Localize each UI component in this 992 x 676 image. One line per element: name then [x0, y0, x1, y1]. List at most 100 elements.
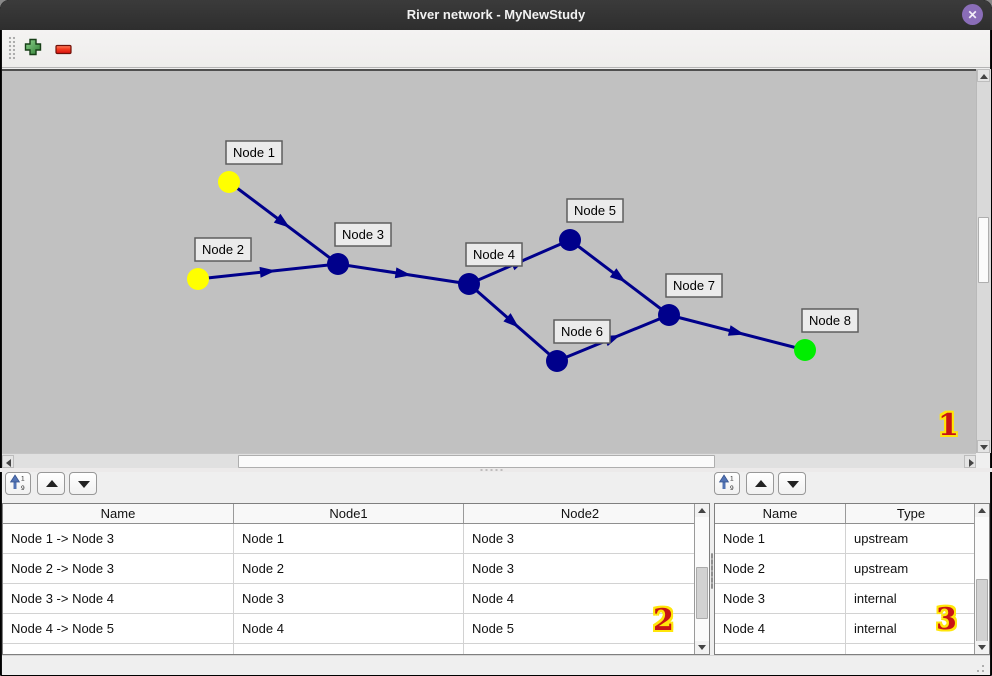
- arrow-right-icon: [969, 459, 974, 467]
- table-cell[interactable]: [846, 644, 976, 654]
- diagram-horizontal-scrollbar[interactable]: [2, 453, 976, 468]
- flow-direction-arrow-icon: [503, 313, 519, 328]
- network-node[interactable]: [187, 268, 209, 290]
- scroll-down-button[interactable]: [977, 440, 990, 453]
- table-cell[interactable]: Node 5: [464, 614, 696, 644]
- table-cell[interactable]: [464, 644, 696, 654]
- svg-text:1: 1: [730, 475, 734, 482]
- table-cell[interactable]: Node 3 -> Node 4: [3, 584, 234, 614]
- scroll-up-button[interactable]: [695, 504, 709, 517]
- network-node[interactable]: [546, 350, 568, 372]
- node-label-box[interactable]: [465, 242, 523, 267]
- resize-grip-icon[interactable]: [972, 660, 984, 672]
- table-cell[interactable]: internal: [846, 614, 976, 644]
- column-header[interactable]: Node2: [560, 506, 600, 521]
- table-cell[interactable]: [234, 644, 464, 654]
- scroll-up-button[interactable]: [977, 69, 990, 82]
- column-header[interactable]: Node1: [234, 504, 464, 523]
- table-row[interactable]: [3, 644, 696, 654]
- sort-reaches-button[interactable]: 1 9: [5, 472, 31, 495]
- table-cell[interactable]: [3, 644, 234, 654]
- remove-node-button[interactable]: [54, 41, 74, 61]
- scroll-right-button[interactable]: [964, 455, 976, 468]
- column-header[interactable]: Name: [3, 504, 234, 523]
- arrow-up-icon: [978, 508, 986, 513]
- close-button[interactable]: ✕: [962, 4, 983, 25]
- svg-text:1: 1: [21, 475, 25, 482]
- vertical-scroll-thumb[interactable]: [978, 217, 989, 283]
- table-cell[interactable]: [715, 644, 846, 654]
- network-node[interactable]: [458, 273, 480, 295]
- network-node[interactable]: [794, 339, 816, 361]
- add-node-button[interactable]: [23, 38, 43, 58]
- move-node-down-button[interactable]: [778, 472, 806, 495]
- scroll-down-button[interactable]: [695, 641, 709, 654]
- network-node[interactable]: [658, 304, 680, 326]
- scroll-left-button[interactable]: [2, 455, 14, 468]
- node-label-box[interactable]: [225, 140, 283, 165]
- table-cell[interactable]: Node 4: [715, 614, 846, 644]
- table-cell[interactable]: internal: [846, 584, 976, 614]
- node-label-box[interactable]: [566, 198, 624, 223]
- table-cell[interactable]: Node 1: [715, 524, 846, 554]
- table-cell[interactable]: Node 2: [234, 554, 464, 584]
- table-row[interactable]: [715, 644, 976, 654]
- horizontal-splitter[interactable]: [0, 468, 992, 472]
- network-node[interactable]: [327, 253, 349, 275]
- move-reach-up-button[interactable]: [37, 472, 65, 495]
- table-cell[interactable]: Node 2: [715, 554, 846, 584]
- sort-nodes-button[interactable]: 1 9: [714, 472, 740, 495]
- arrow-up-icon: [698, 508, 706, 513]
- window-title: River network - MyNewStudy: [406, 7, 586, 22]
- column-header[interactable]: Type: [896, 506, 926, 521]
- titlebar[interactable]: River network - MyNewStudy ✕: [0, 0, 992, 30]
- table-cell[interactable]: Node 3: [464, 524, 696, 554]
- column-header[interactable]: Name: [715, 504, 846, 523]
- table-cell[interactable]: Node 1 -> Node 3: [3, 524, 234, 554]
- node-label-box[interactable]: [194, 237, 252, 262]
- node-label-box[interactable]: [801, 308, 859, 333]
- network-node[interactable]: [218, 171, 240, 193]
- remove-icon: [55, 44, 72, 54]
- arrow-down-icon: [698, 645, 706, 650]
- table-cell[interactable]: Node 3: [464, 554, 696, 584]
- table-cell[interactable]: upstream: [846, 524, 976, 554]
- arrow-down-icon: [978, 645, 986, 650]
- table-cell[interactable]: Node 4: [464, 584, 696, 614]
- table-cell[interactable]: Node 2 -> Node 3: [3, 554, 234, 584]
- scroll-thumb[interactable]: [696, 567, 708, 619]
- network-node[interactable]: [559, 229, 581, 251]
- table-cell[interactable]: upstream: [846, 554, 976, 584]
- vertical-splitter[interactable]: [710, 503, 714, 655]
- scroll-thumb[interactable]: [976, 579, 988, 642]
- move-node-up-button[interactable]: [746, 472, 774, 495]
- scroll-down-button[interactable]: [975, 641, 989, 654]
- table-cell[interactable]: Node 4: [234, 614, 464, 644]
- move-reach-down-button[interactable]: [69, 472, 97, 495]
- table-cell[interactable]: Node 3: [234, 584, 464, 614]
- table-cell[interactable]: Node 1: [234, 524, 464, 554]
- scroll-up-button[interactable]: [975, 504, 989, 517]
- diagram-vertical-scrollbar[interactable]: [976, 69, 991, 453]
- node-label-box[interactable]: [334, 222, 392, 247]
- table-cell[interactable]: Node 4 -> Node 5: [3, 614, 234, 644]
- nodes-table-scrollbar[interactable]: [974, 504, 989, 654]
- node-label-box[interactable]: [665, 273, 723, 298]
- toolbar-drag-handle[interactable]: [8, 36, 15, 61]
- reaches-table-scrollbar[interactable]: [694, 504, 709, 654]
- horizontal-scroll-thumb[interactable]: [238, 455, 715, 468]
- table-cell[interactable]: Node 3: [715, 584, 846, 614]
- node-label-box[interactable]: [553, 319, 611, 344]
